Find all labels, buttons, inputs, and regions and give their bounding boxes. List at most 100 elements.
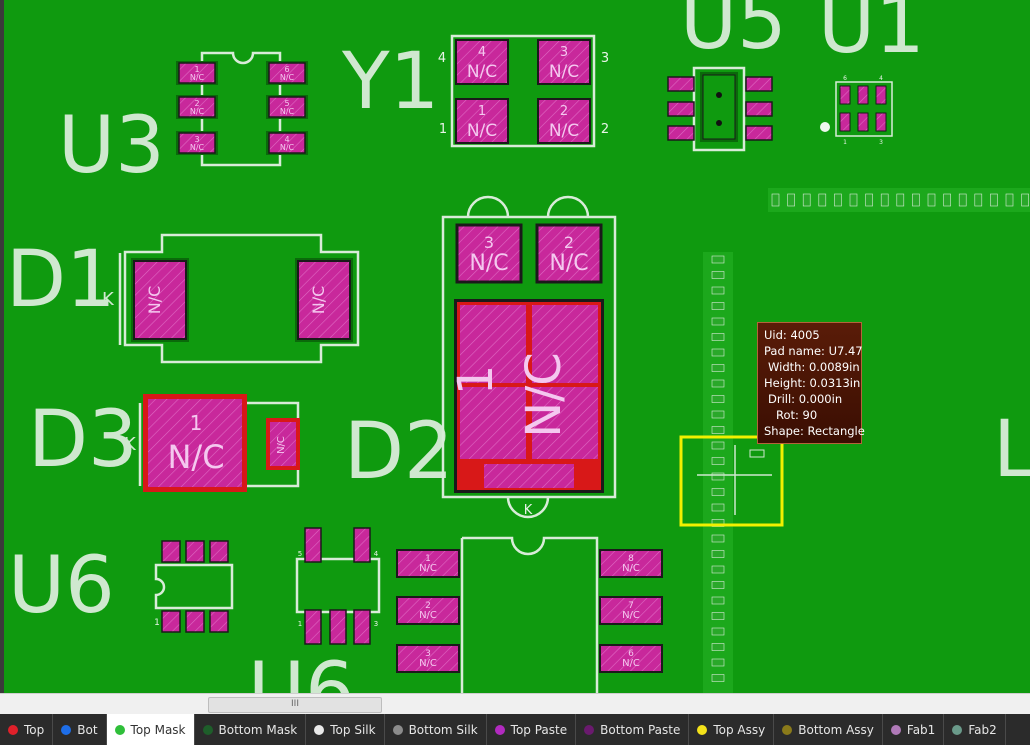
y1-pad[interactable] — [537, 39, 591, 85]
u7-pad[interactable] — [711, 317, 725, 326]
u3-pad[interactable] — [266, 61, 308, 85]
y1-pad[interactable] — [455, 39, 509, 85]
u7-pad[interactable] — [711, 472, 725, 481]
y1-pad[interactable] — [537, 98, 591, 144]
d2-pad-2[interactable] — [535, 223, 603, 284]
fine-pitch-pad[interactable] — [834, 193, 842, 207]
fine-pitch-pad[interactable] — [958, 193, 967, 207]
u3-pad[interactable] — [176, 95, 218, 119]
y1-pad[interactable] — [455, 98, 509, 144]
fine-pitch-pad[interactable] — [787, 193, 795, 207]
fine-pitch-pad[interactable] — [849, 193, 858, 207]
fine-pitch-pad[interactable] — [974, 193, 983, 207]
u7-pad[interactable] — [711, 441, 725, 450]
d1-footprint[interactable]: N/C N/C — [118, 233, 360, 364]
d1-pad-2[interactable] — [297, 260, 351, 340]
u6-pad[interactable] — [209, 540, 229, 563]
u3-pad[interactable] — [266, 95, 308, 119]
layer-tab-top[interactable]: Top — [0, 714, 54, 745]
u7-pad[interactable] — [711, 255, 725, 264]
layer-tab-top-silk[interactable]: Top Silk — [306, 714, 385, 745]
fine-pitch-pad[interactable] — [865, 193, 873, 207]
layer-tab-fab2[interactable]: Fab2 — [944, 714, 1006, 745]
u7-pad[interactable] — [711, 457, 725, 465]
fine-pitch-pad[interactable] — [1021, 193, 1029, 207]
u7-pad[interactable] — [711, 674, 725, 682]
u1-pad[interactable] — [839, 112, 851, 132]
layer-tab-bottom-paste[interactable]: Bottom Paste — [576, 714, 690, 745]
pcb-canvas[interactable]: U3 1 N/C 2 N/C 3 N/C 6 N/C 5 N/C 4 N/C Y… — [0, 0, 1030, 693]
fine-pitch-pad[interactable] — [1005, 193, 1014, 207]
d2-footprint[interactable]: K 3 N/C 2 N/C 1 N/C — [441, 195, 617, 519]
selected-pad-highlight[interactable] — [679, 435, 784, 527]
u7-pad[interactable] — [711, 581, 725, 589]
u7-pad[interactable] — [711, 612, 725, 620]
fine-pitch-pad[interactable] — [927, 193, 936, 207]
d3-pad-1[interactable] — [148, 399, 242, 487]
horizontal-scrollbar[interactable]: III — [0, 693, 1030, 715]
u7-pad[interactable] — [711, 333, 725, 341]
layer-tab-top-mask[interactable]: Top Mask — [106, 714, 195, 745]
u7-pad[interactable] — [711, 627, 725, 636]
u5-pad[interactable] — [745, 101, 773, 117]
layer-tab-top-paste[interactable]: Top Paste — [487, 714, 577, 745]
fine-pitch-pad[interactable] — [990, 193, 998, 207]
u1-pad[interactable] — [875, 85, 887, 105]
u6-pad[interactable] — [185, 540, 205, 563]
u5-pad[interactable] — [745, 125, 773, 141]
layer-tab-fab1[interactable]: Fab1 — [883, 714, 945, 745]
u5-pad[interactable] — [667, 76, 695, 92]
layer-tab-top-assy[interactable]: Top Assy — [689, 714, 775, 745]
layer-tab-bottom-assy[interactable]: Bottom Assy — [774, 714, 883, 745]
u7-pad[interactable] — [711, 643, 725, 651]
u7-pad[interactable] — [711, 596, 725, 605]
u7-pad[interactable] — [711, 302, 725, 310]
layer-tab-bot[interactable]: Bot — [53, 714, 107, 745]
u7-pad[interactable] — [711, 379, 725, 388]
u3-footprint[interactable]: 1 N/C 2 N/C 3 N/C 6 N/C 5 N/C 4 N/C — [176, 51, 308, 167]
u6-footprint[interactable]: 1 — [154, 540, 234, 633]
u7-pad[interactable] — [711, 348, 725, 357]
u7-pad[interactable] — [711, 503, 725, 512]
u7-pad[interactable] — [711, 364, 725, 372]
u3-pad[interactable] — [266, 131, 308, 155]
u1-pad[interactable] — [857, 85, 869, 105]
u3-pad[interactable] — [176, 61, 218, 85]
d3-pad-2[interactable] — [270, 422, 296, 466]
u7-pad[interactable] — [711, 395, 725, 403]
u7-pad[interactable] — [711, 286, 725, 295]
u1-pad[interactable] — [839, 85, 851, 105]
scrollbar-thumb[interactable]: III — [208, 697, 382, 713]
d3-footprint[interactable]: 1 N/C N/C — [138, 394, 300, 492]
u7-pad[interactable] — [711, 658, 725, 667]
u7-pad[interactable] — [711, 534, 725, 543]
layer-tab-bottom-mask[interactable]: Bottom Mask — [195, 714, 307, 745]
u6-pad[interactable] — [161, 610, 181, 633]
ic-8pin-footprint[interactable]: 5 4 1 3 — [295, 527, 381, 645]
u5-pad[interactable] — [667, 125, 695, 141]
u5-pad[interactable] — [745, 76, 773, 92]
u6-pad[interactable] — [209, 610, 229, 633]
u1-pad[interactable] — [857, 112, 869, 132]
fine-pitch-pad[interactable] — [802, 193, 811, 207]
fine-pitch-pad[interactable] — [943, 193, 951, 207]
u7-pad[interactable] — [711, 565, 725, 574]
u7-pad[interactable] — [711, 488, 725, 496]
u5-footprint[interactable] — [667, 66, 773, 152]
u7-pad[interactable] — [711, 426, 725, 434]
d2-pad-3[interactable] — [455, 223, 523, 284]
u1-pad[interactable] — [875, 112, 887, 132]
d1-pad-1[interactable] — [133, 260, 187, 340]
fine-pitch-pad[interactable] — [880, 193, 889, 207]
soic-footprint[interactable]: 1 N/C 2 N/C 3 N/C 8 N/C 7 N/C 6 N/C — [396, 536, 663, 693]
fine-pitch-pad[interactable] — [818, 193, 827, 207]
u7-pad[interactable] — [711, 410, 725, 419]
u6-pad[interactable] — [185, 610, 205, 633]
fine-pitch-pad[interactable] — [912, 193, 920, 207]
layer-tab-bottom-silk[interactable]: Bottom Silk — [385, 714, 487, 745]
u7-pad[interactable] — [711, 550, 725, 558]
fine-pitch-pad[interactable] — [771, 193, 780, 207]
fine-pitch-pad[interactable] — [896, 193, 905, 207]
u6-pad[interactable] — [161, 540, 181, 563]
u7-pad[interactable] — [711, 271, 725, 279]
